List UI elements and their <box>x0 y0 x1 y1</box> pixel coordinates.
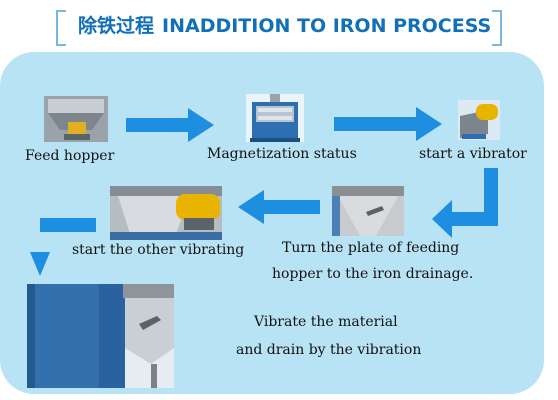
turn-plate-label-line-1: Turn the plate of feeding <box>282 240 460 256</box>
plate-turn-image <box>332 186 404 236</box>
arrow-down-right <box>432 168 498 238</box>
title-english: INADDITION TO IRON PROCESS <box>162 15 492 37</box>
title-bar: 除铁过程 INADDITION TO IRON PROCESS <box>56 8 502 46</box>
vibrate-material-label-line-2: and drain by the vibration <box>236 342 422 358</box>
title-bracket-right <box>492 10 502 46</box>
page-title: 除铁过程 INADDITION TO IRON PROCESS <box>78 10 491 42</box>
turn-plate-label-line-2: hopper to the iron drainage. <box>272 266 474 282</box>
feed-hopper-image <box>44 96 108 142</box>
vibrate-material-label-line-1: Vibrate the material <box>254 314 398 330</box>
machine-image <box>27 284 174 388</box>
magnetization-image <box>246 94 304 142</box>
feed-hopper-label: Feed hopper <box>25 148 115 164</box>
arrow-right-2 <box>334 107 442 141</box>
title-bracket-left <box>56 10 66 46</box>
start-other-vibrating-label: start the other vibrating <box>72 242 245 258</box>
arrow-right-1 <box>126 108 214 142</box>
arrow-down-left <box>30 208 96 276</box>
vibrator-image <box>458 100 500 140</box>
other-vibrator-image <box>110 186 222 240</box>
title-chinese: 除铁过程 <box>78 15 155 37</box>
magnetization-status-label: Magnetization status <box>207 146 357 162</box>
start-vibrator-label: start a vibrator <box>419 146 527 162</box>
arrow-left <box>238 190 320 224</box>
